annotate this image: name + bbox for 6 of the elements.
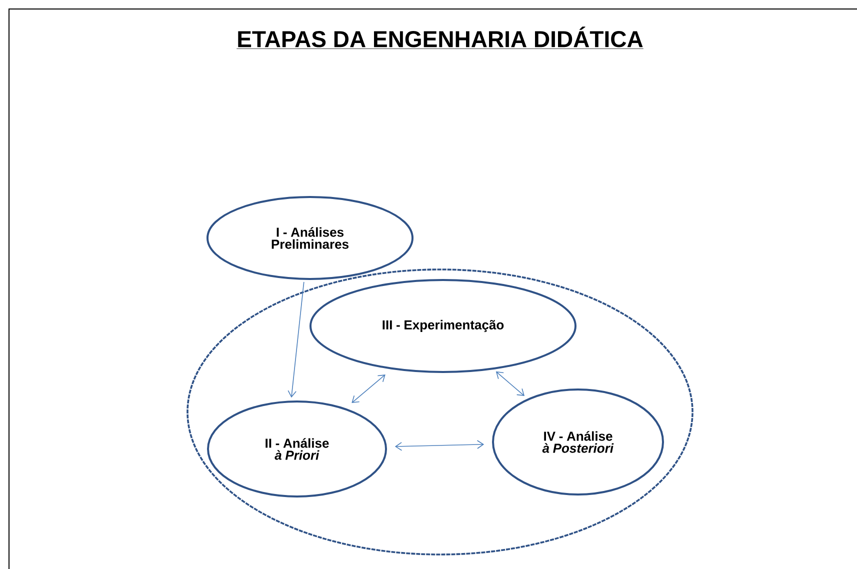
group-ellipse xyxy=(186,268,694,556)
arrow xyxy=(288,282,304,398)
title: ETAPAS DA ENGENHARIA DIDÁTICA xyxy=(236,26,644,49)
arrow xyxy=(352,374,386,403)
arrow xyxy=(496,371,525,396)
arrow xyxy=(394,440,484,451)
